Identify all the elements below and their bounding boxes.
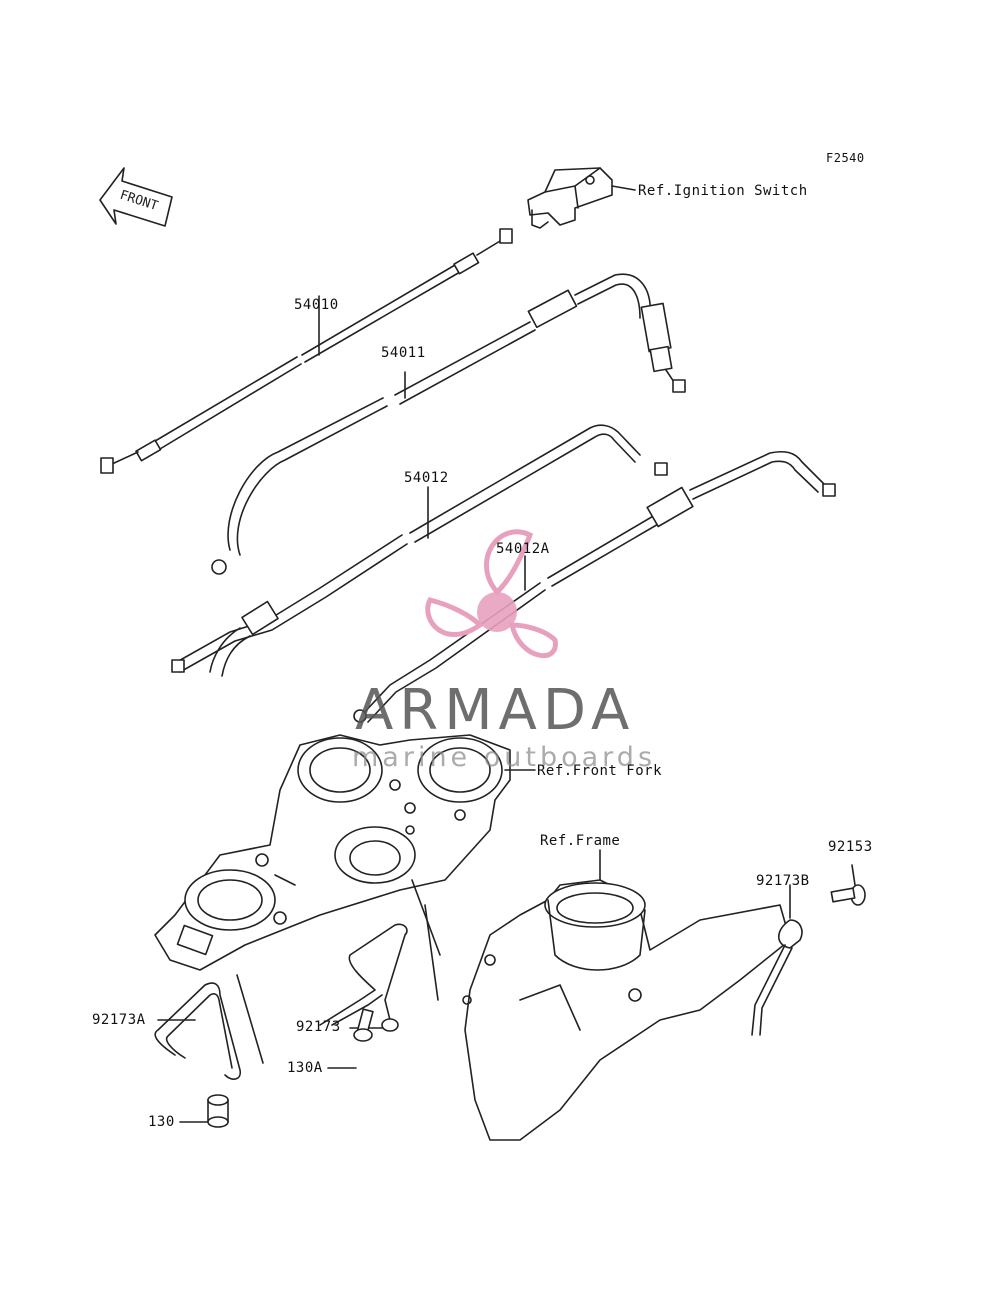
front-arrow-icon: FRONT (99, 167, 173, 227)
watermark-tagline: marine outboards (352, 742, 657, 773)
frame-head-pipe (462, 849, 791, 1141)
watermark-brand: ARMADA (355, 678, 636, 743)
part-92173B-label: 92173B (756, 873, 810, 889)
bolt-92153 (830, 864, 866, 906)
clamp-92173 (319, 879, 441, 1032)
part-54012A-label: 54012A (496, 541, 550, 557)
ref-ignition-switch-label: Ref.Ignition Switch (638, 183, 808, 199)
part-92173A-label: 92173A (92, 1012, 146, 1028)
bolt-130 (179, 1094, 229, 1128)
bolt-130A (327, 1008, 374, 1069)
part-92173-label: 92173 (296, 1019, 341, 1035)
cable-guide-92173B (751, 884, 803, 1036)
upper-triple-clamp (154, 734, 536, 971)
cable-54010 (100, 228, 513, 474)
part-54010-label: 54010 (294, 297, 339, 313)
part-130A-label: 130A (287, 1060, 323, 1076)
ignition-switch-bracket (527, 167, 636, 229)
part-54012-label: 54012 (404, 470, 449, 486)
cable-54012 (171, 424, 668, 677)
part-92153-label: 92153 (828, 839, 873, 855)
ref-frame-label: Ref.Frame (540, 833, 621, 849)
ref-front-fork-label: Ref.Front Fork (537, 763, 663, 779)
part-130-label: 130 (148, 1114, 175, 1130)
figure-code: F2540 (826, 151, 865, 165)
clamp-92173A (154, 974, 264, 1080)
part-54011-label: 54011 (381, 345, 426, 361)
cable-54011 (211, 273, 686, 575)
armada-propeller-logo (425, 529, 558, 658)
